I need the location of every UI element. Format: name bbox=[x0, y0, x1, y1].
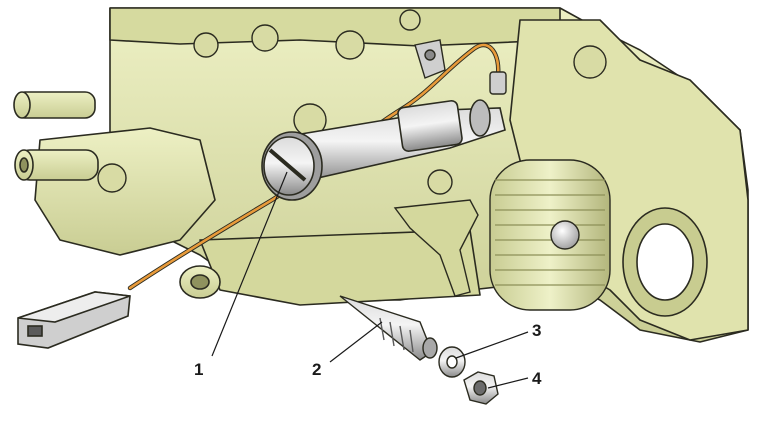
nut-icon bbox=[463, 371, 499, 405]
callout-3: 3 bbox=[532, 321, 541, 340]
needle-screw-icon bbox=[339, 295, 438, 361]
callout-1: 1 bbox=[194, 360, 203, 379]
idle-screw-icon bbox=[261, 99, 506, 201]
housing-bolts bbox=[97, 9, 607, 195]
leader-line-1 bbox=[211, 171, 288, 357]
carburetor-body bbox=[34, 7, 749, 343]
leader-lines bbox=[211, 171, 529, 389]
leader-line-4 bbox=[487, 377, 529, 389]
callout-2: 2 bbox=[312, 360, 321, 379]
leader-line-3 bbox=[455, 331, 529, 359]
callout-labels: 1 2 3 4 bbox=[194, 321, 542, 388]
throttle-spring bbox=[489, 159, 611, 311]
washer-icon bbox=[438, 346, 466, 378]
wire-terminal bbox=[414, 39, 507, 95]
leader-line-2 bbox=[329, 321, 383, 363]
inlet-pipes bbox=[13, 91, 221, 299]
wire-connector-icon bbox=[17, 291, 131, 349]
throttle-lever bbox=[393, 199, 479, 297]
callout-4: 4 bbox=[532, 369, 542, 388]
